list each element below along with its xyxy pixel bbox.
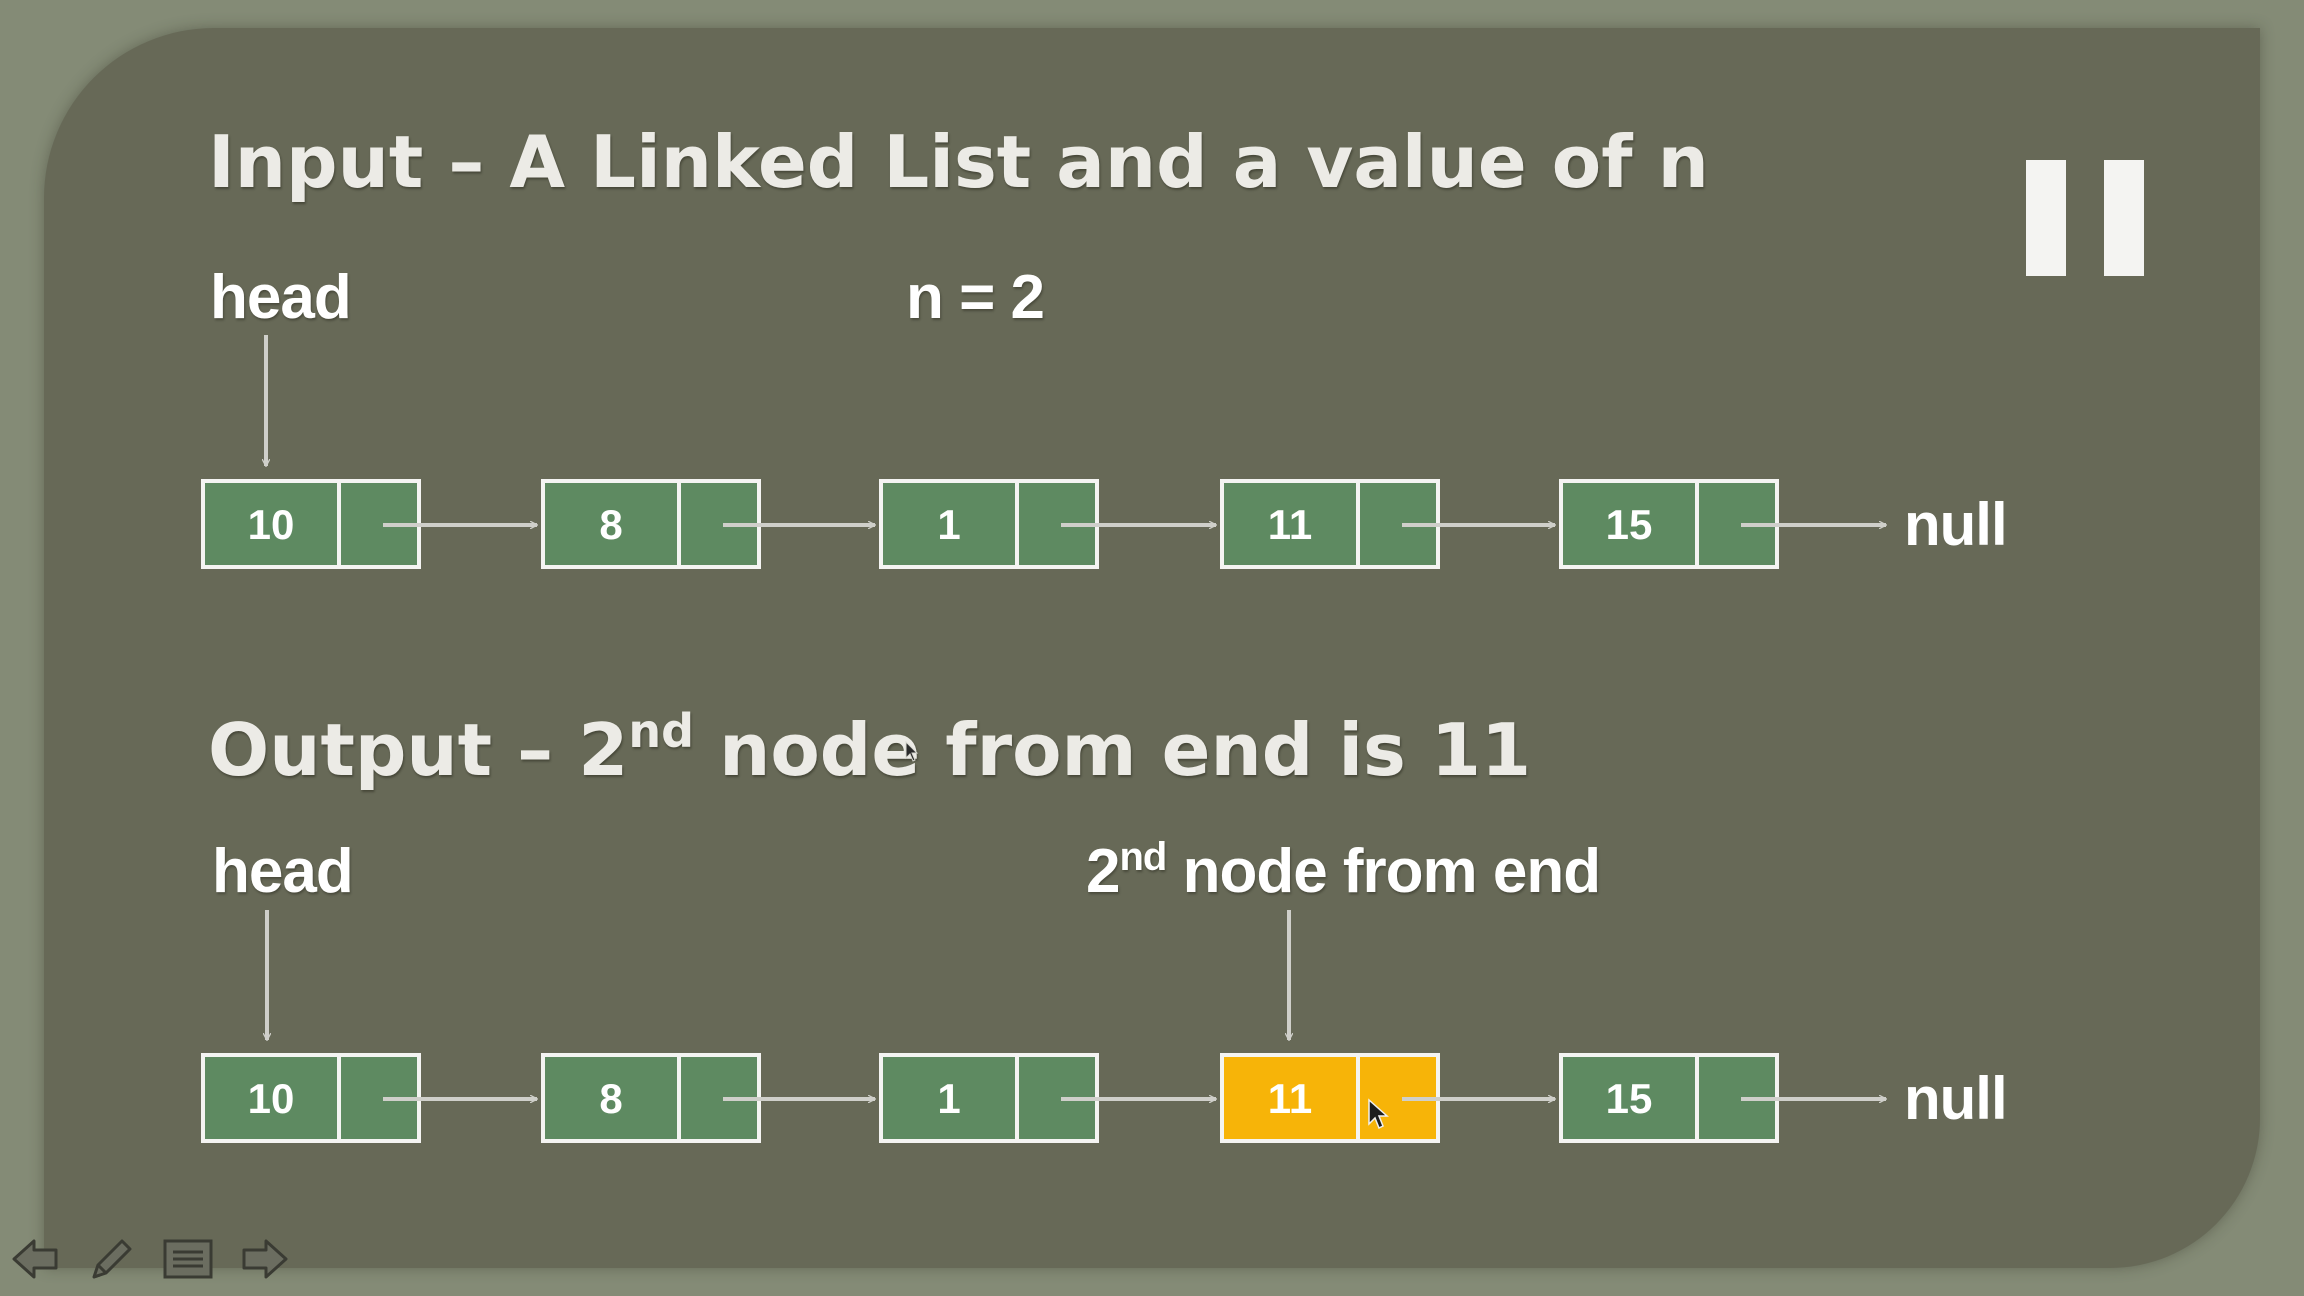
- pointer-label-superscript: nd: [1119, 835, 1167, 879]
- pause-bar-right: [2104, 160, 2144, 276]
- arrow-right-icon: [242, 1239, 288, 1279]
- pause-bar-left: [2026, 160, 2066, 276]
- menu-icon: [163, 1239, 213, 1279]
- slideshow-toolbar: [10, 1230, 290, 1288]
- mouse-cursor-icon: [1368, 1098, 1389, 1130]
- output-heading-suffix: node from end is 11: [694, 708, 1532, 792]
- pen-icon: [92, 1239, 132, 1279]
- mouse-cursor-small-icon: [905, 741, 919, 762]
- previous-slide-button[interactable]: [10, 1233, 62, 1285]
- output-heading-superscript: nd: [628, 704, 695, 758]
- pen-button[interactable]: [86, 1233, 138, 1285]
- output-heading: Output – 2nd node from end is 11: [208, 708, 1531, 792]
- top-head-label: head: [210, 263, 352, 332]
- input-heading: Input – A Linked List and a value of n: [208, 120, 1709, 204]
- arrow-left-icon: [12, 1239, 58, 1279]
- second-node-from-end-label: 2nd node from end: [1086, 835, 1602, 907]
- n-value-label: n = 2: [906, 263, 1045, 332]
- output-heading-prefix: Output – 2: [208, 708, 629, 792]
- pause-icon[interactable]: [2026, 160, 2144, 276]
- pointer-label-prefix: 2: [1086, 837, 1120, 906]
- bottom-head-label: head: [212, 837, 354, 906]
- slide-canvas: [44, 28, 2260, 1268]
- slide-menu-button[interactable]: [162, 1233, 214, 1285]
- pointer-label-suffix: node from end: [1166, 837, 1602, 906]
- next-slide-button[interactable]: [238, 1233, 290, 1285]
